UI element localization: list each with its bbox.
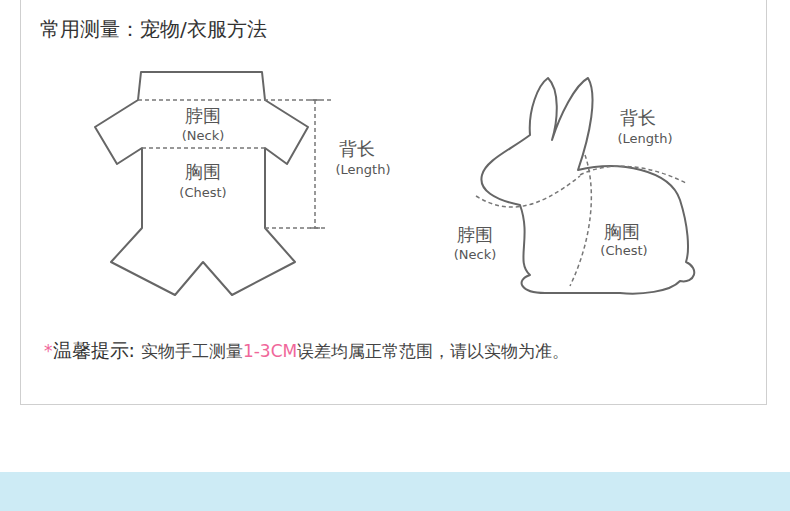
measure-label-en: (Neck) <box>452 248 499 263</box>
measure-label-en: (Chest) <box>598 244 649 259</box>
note-row: *温馨提示: 实物手工测量1-3CM误差均属正常范围，请以实物为准。 <box>44 338 569 364</box>
page-title: 常用测量：宠物/衣服方法 <box>40 16 267 43</box>
measure-label: 脖围 <box>455 225 495 246</box>
measure-label-en: (Chest) <box>177 186 228 201</box>
note-text: 温馨提示: <box>53 338 135 364</box>
measure-label: 脖围 <box>183 106 223 127</box>
note-text: 误差均属正常范围，请以实物为准。 <box>297 340 569 363</box>
note-text: * <box>44 341 53 361</box>
measure-label: 背长 <box>618 108 658 129</box>
note-text: 1-3CM <box>243 341 297 361</box>
measure-label-en: (Length) <box>334 163 393 178</box>
measure-label: 胸围 <box>602 222 642 243</box>
measure-label-en: (Length) <box>616 132 675 147</box>
note-text: 实物手工测量 <box>141 340 243 363</box>
footer-band <box>0 472 790 511</box>
measure-label: 背长 <box>337 139 377 160</box>
measure-label: 胸围 <box>183 162 223 183</box>
measure-label-en: (Neck) <box>180 129 227 144</box>
